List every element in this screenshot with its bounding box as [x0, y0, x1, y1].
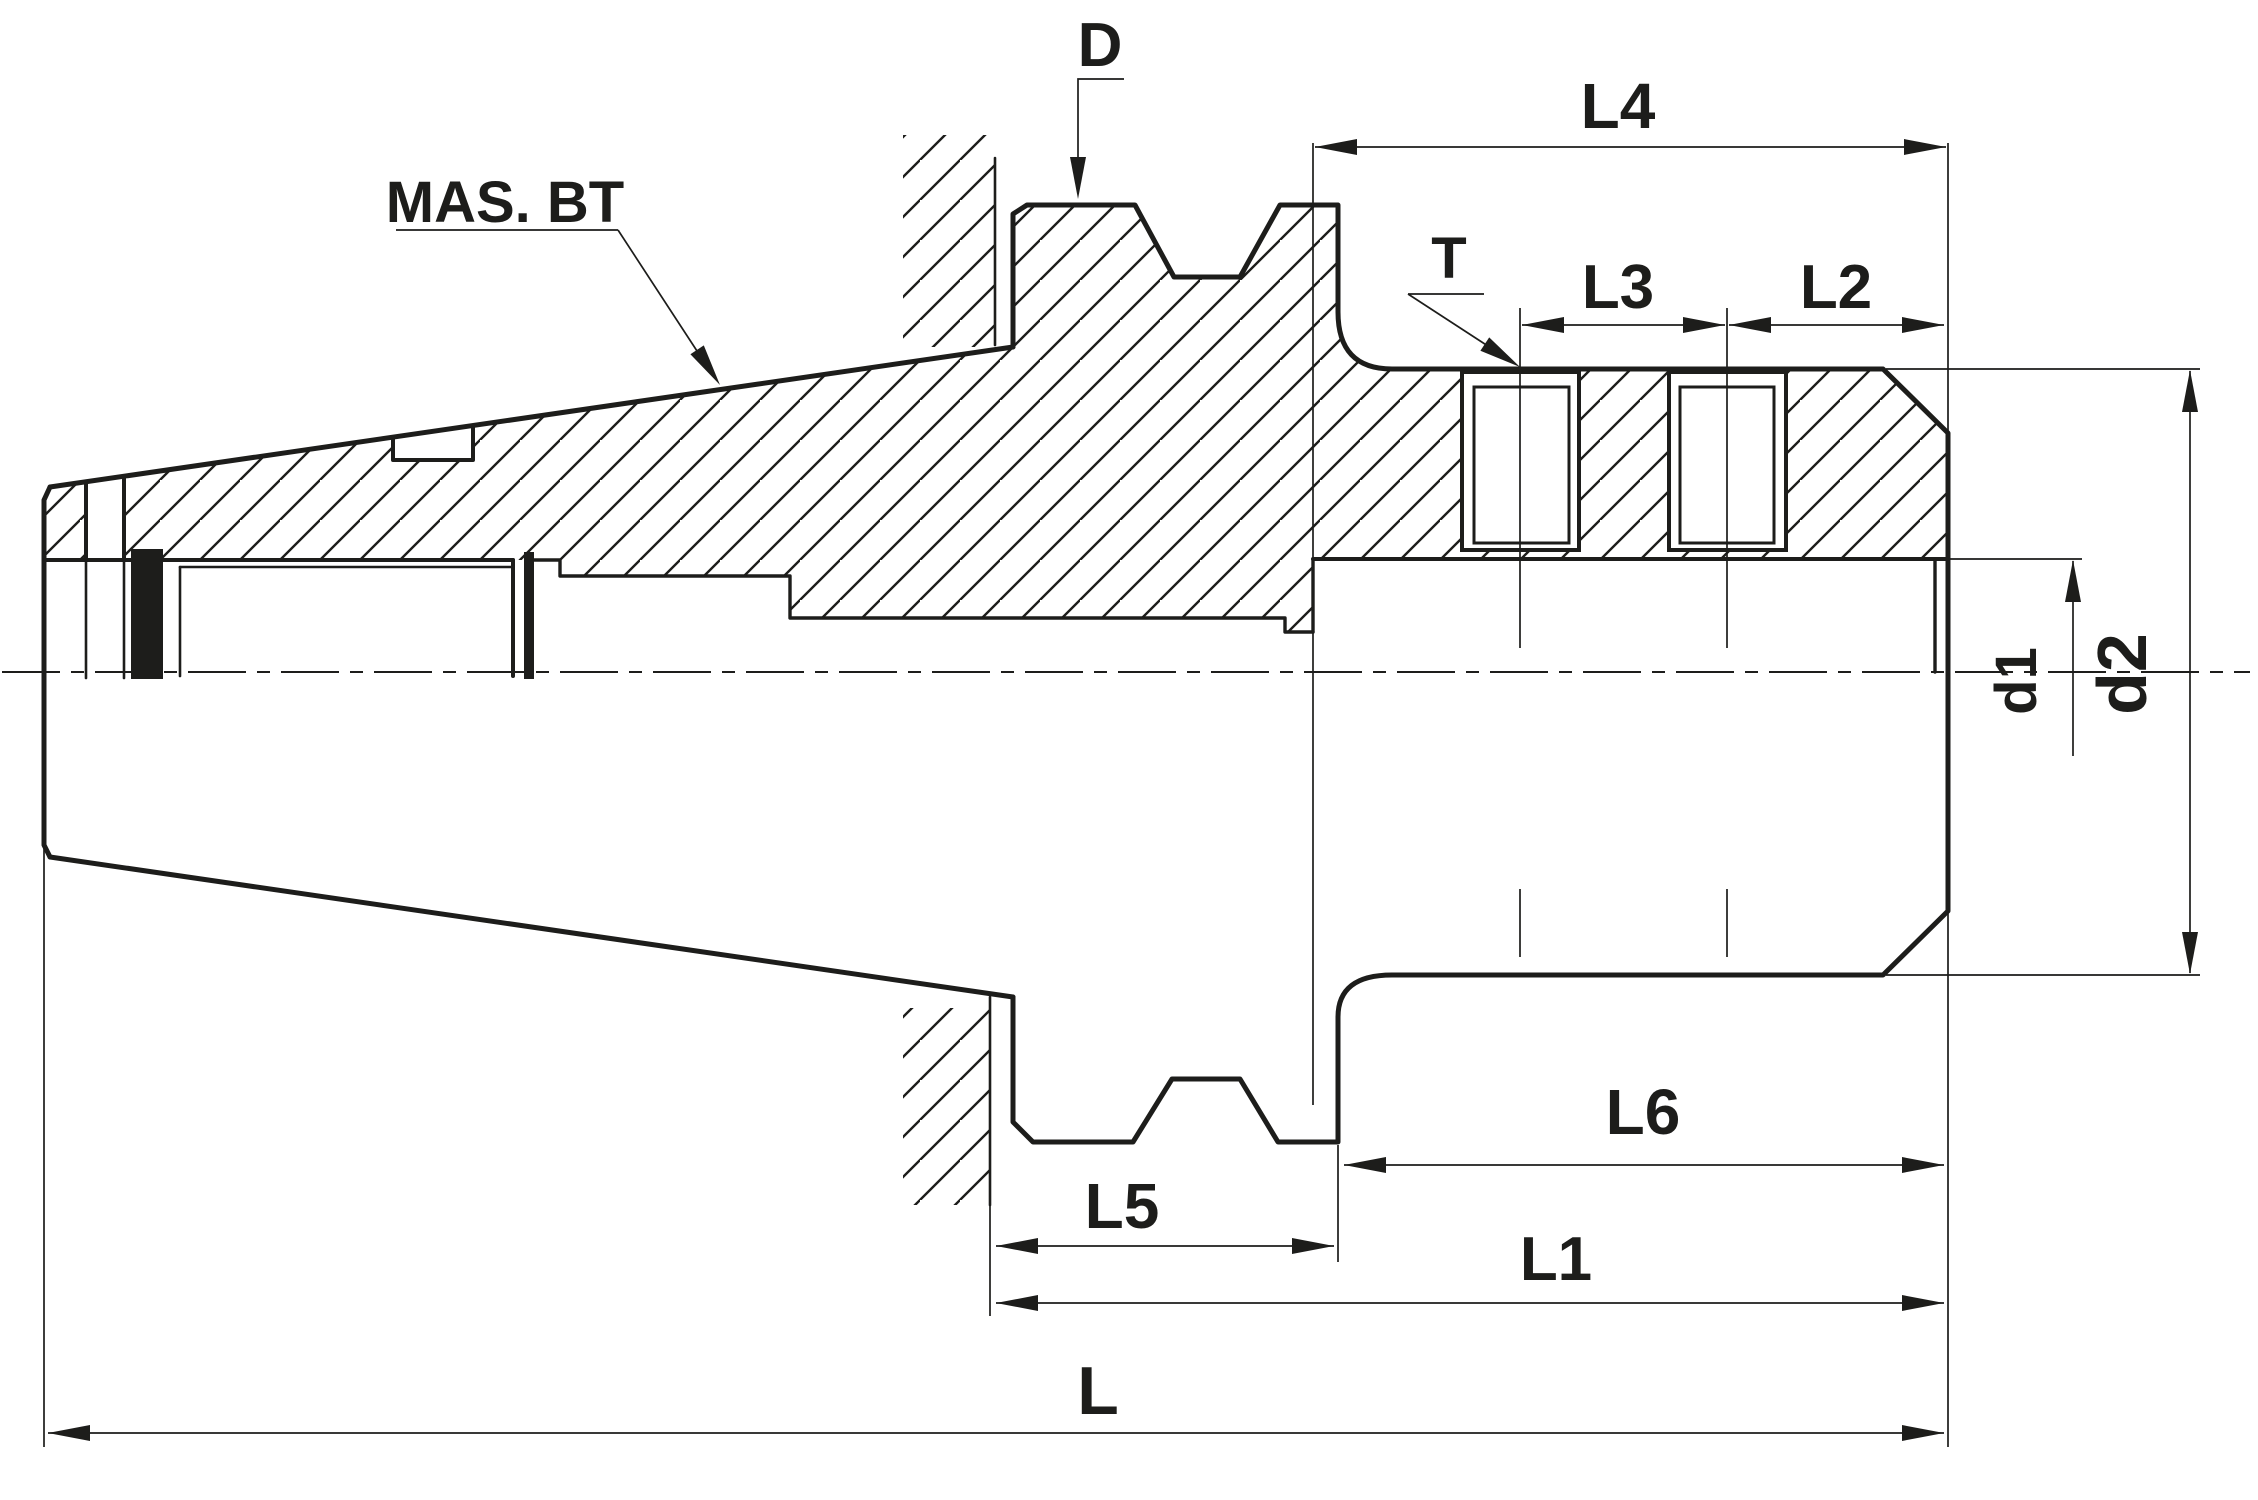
stepped-drawbar-bore	[532, 558, 1315, 634]
section-hatching	[44, 135, 1948, 1205]
label-L2: L2	[1800, 253, 1872, 322]
label-L1: L1	[1520, 1225, 1592, 1294]
arrowheads	[48, 139, 2198, 1441]
leader-D	[1077, 78, 1124, 192]
shank-relief-slot-edges	[84, 477, 126, 560]
thread-relief-band	[131, 549, 163, 679]
hole-axes	[1519, 308, 1728, 957]
thread-end-band	[524, 552, 534, 679]
shank-key-slot-void	[393, 425, 473, 460]
internal-bore-structure	[44, 143, 1950, 1105]
part-outline	[41, 156, 1951, 1207]
shank-key-slot-edges	[391, 425, 475, 462]
label-T: T	[1431, 226, 1466, 291]
spindle-face-hatch-bottom	[903, 1008, 990, 1205]
label-L5: L5	[1085, 1170, 1160, 1242]
label-L4: L4	[1581, 70, 1656, 142]
tapped-hole-1-thread	[1472, 385, 1571, 545]
label-D: D	[1078, 11, 1123, 80]
label-L6: L6	[1606, 1076, 1681, 1148]
taper-top-edge	[47, 344, 1016, 490]
dimensions	[43, 78, 2200, 1447]
label-d1: d1	[1984, 647, 2049, 715]
small-end-face	[41, 484, 53, 860]
spindle-face-hatch-top	[903, 135, 995, 347]
labels: MAS. BT D L4 T L3 L2 d1 d2 L6 L5 L1 L	[386, 11, 2161, 1429]
label-d2: d2	[2083, 633, 2161, 715]
shank-relief-slot-void	[86, 477, 124, 560]
standard-label: MAS. BT	[386, 170, 624, 235]
label-L: L	[1077, 1353, 1119, 1429]
leader-MAS-BT	[396, 229, 715, 378]
label-L3: L3	[1582, 253, 1654, 322]
diameter-extension-lines	[1886, 368, 2200, 976]
taper-bottom-edge	[47, 854, 1016, 1000]
extension-lines	[43, 143, 1949, 1447]
